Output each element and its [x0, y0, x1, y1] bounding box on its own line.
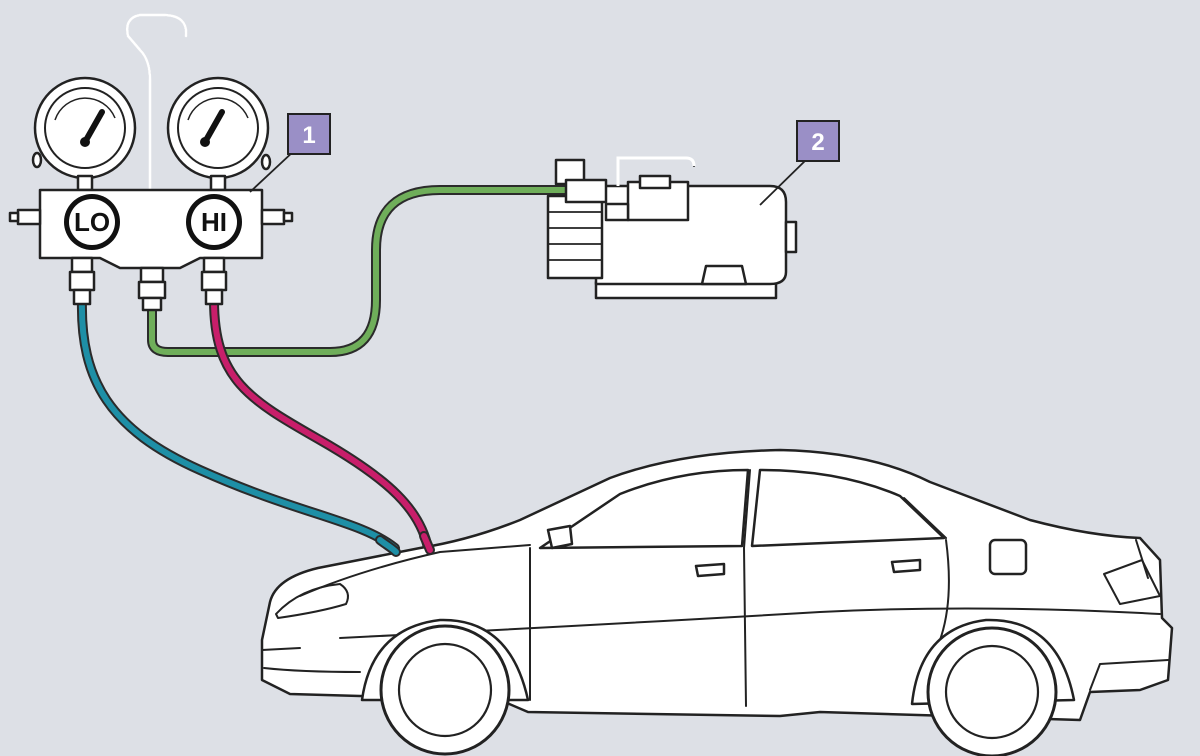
- rear-wheel: [926, 626, 1058, 756]
- high-pressure-gauge-icon: [166, 76, 272, 192]
- callout-1-label: 1: [302, 122, 315, 149]
- lo-label: LO: [74, 207, 110, 237]
- callout-2-label: 2: [811, 129, 824, 156]
- high-side-fitting: [200, 256, 228, 306]
- rear-window: [750, 468, 946, 548]
- low-pressure-gauge-icon: [31, 76, 137, 192]
- callout-2: 2: [796, 120, 840, 162]
- vacuum-pump-icon: 2: [546, 120, 840, 300]
- service-fitting: [137, 266, 167, 312]
- front-wheel: [379, 624, 511, 756]
- hoses: [76, 185, 575, 553]
- low-side-fitting: [68, 256, 96, 306]
- callout-1: 1: [287, 113, 331, 155]
- hi-label: HI: [201, 207, 227, 237]
- front-window: [538, 468, 750, 550]
- manifold-gauge-set-icon: LO HI 1: [8, 13, 331, 312]
- sedan-car-icon: [260, 448, 1174, 756]
